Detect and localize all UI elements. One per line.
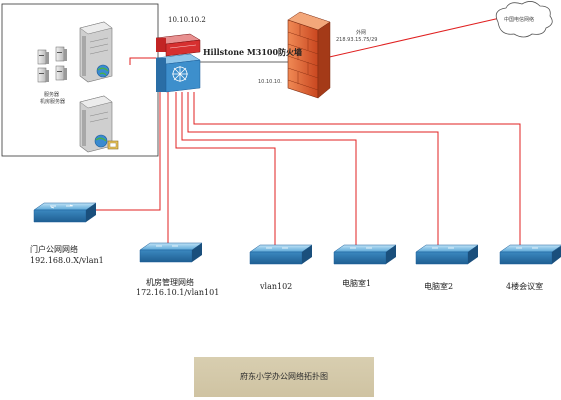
cable-server-room (129, 57, 156, 65)
cable-switch-5 (187, 92, 439, 248)
firewall-icon (287, 11, 331, 99)
core-switch-icon (155, 33, 201, 93)
switch-6-label: 4楼会议室 (506, 282, 544, 291)
access-switch-3-icon (249, 244, 313, 265)
server-label-1: 服务器 (44, 92, 60, 98)
small-server-icon (37, 67, 49, 83)
cable-firewall-internet (324, 17, 501, 59)
firewall-name-label: Hillstone M3100防火墙 (203, 47, 303, 57)
firewall-outside-label: 外网 (356, 30, 367, 36)
switch-2-label-line2: 172.16.10.1/vlan101 (136, 288, 220, 297)
cable-switch-1 (92, 92, 161, 211)
firewall-inside-ip-label: 10.10.10. (258, 79, 282, 85)
cable-switch-6 (193, 92, 521, 248)
database-server-icon (79, 95, 119, 153)
access-switch-2-icon (139, 242, 203, 263)
switch-4-label: 电脑室1 (342, 279, 372, 288)
switch-1-label-line1: 门户公网网络 (30, 245, 78, 254)
access-switch-4-icon (333, 244, 397, 265)
access-switch-6-icon (499, 244, 561, 265)
switch-5-label: 电脑室2 (424, 282, 454, 291)
core-switch-ip-label: 10.10.10.2 (168, 16, 206, 24)
web-server-icon (79, 21, 113, 83)
internet-cloud-icon (495, 1, 553, 38)
access-switch-1-icon (33, 202, 97, 223)
switch-3-label: vlan102 (260, 282, 293, 291)
small-server-icon (55, 46, 67, 62)
small-server-icon (55, 65, 67, 81)
server-label-2: 机房服务器 (40, 99, 66, 105)
access-switch-5-icon (415, 244, 479, 265)
cable-switch-3 (175, 92, 276, 248)
diagram-title-box: 府东小学办公网络拓扑图 (194, 357, 374, 397)
diagram-title: 府东小学办公网络拓扑图 (240, 372, 328, 381)
cable-switch-4 (181, 92, 357, 248)
switch-1-label-line2: 192.168.0.X/vlan1 (30, 256, 104, 265)
small-server-icon (37, 49, 49, 65)
switch-2-label-line1: 机房管理网络 (146, 278, 194, 287)
firewall-outside-ip-label: 218.93.15.75/29 (336, 37, 378, 43)
internet-label: 中国电信网络 (504, 17, 535, 23)
